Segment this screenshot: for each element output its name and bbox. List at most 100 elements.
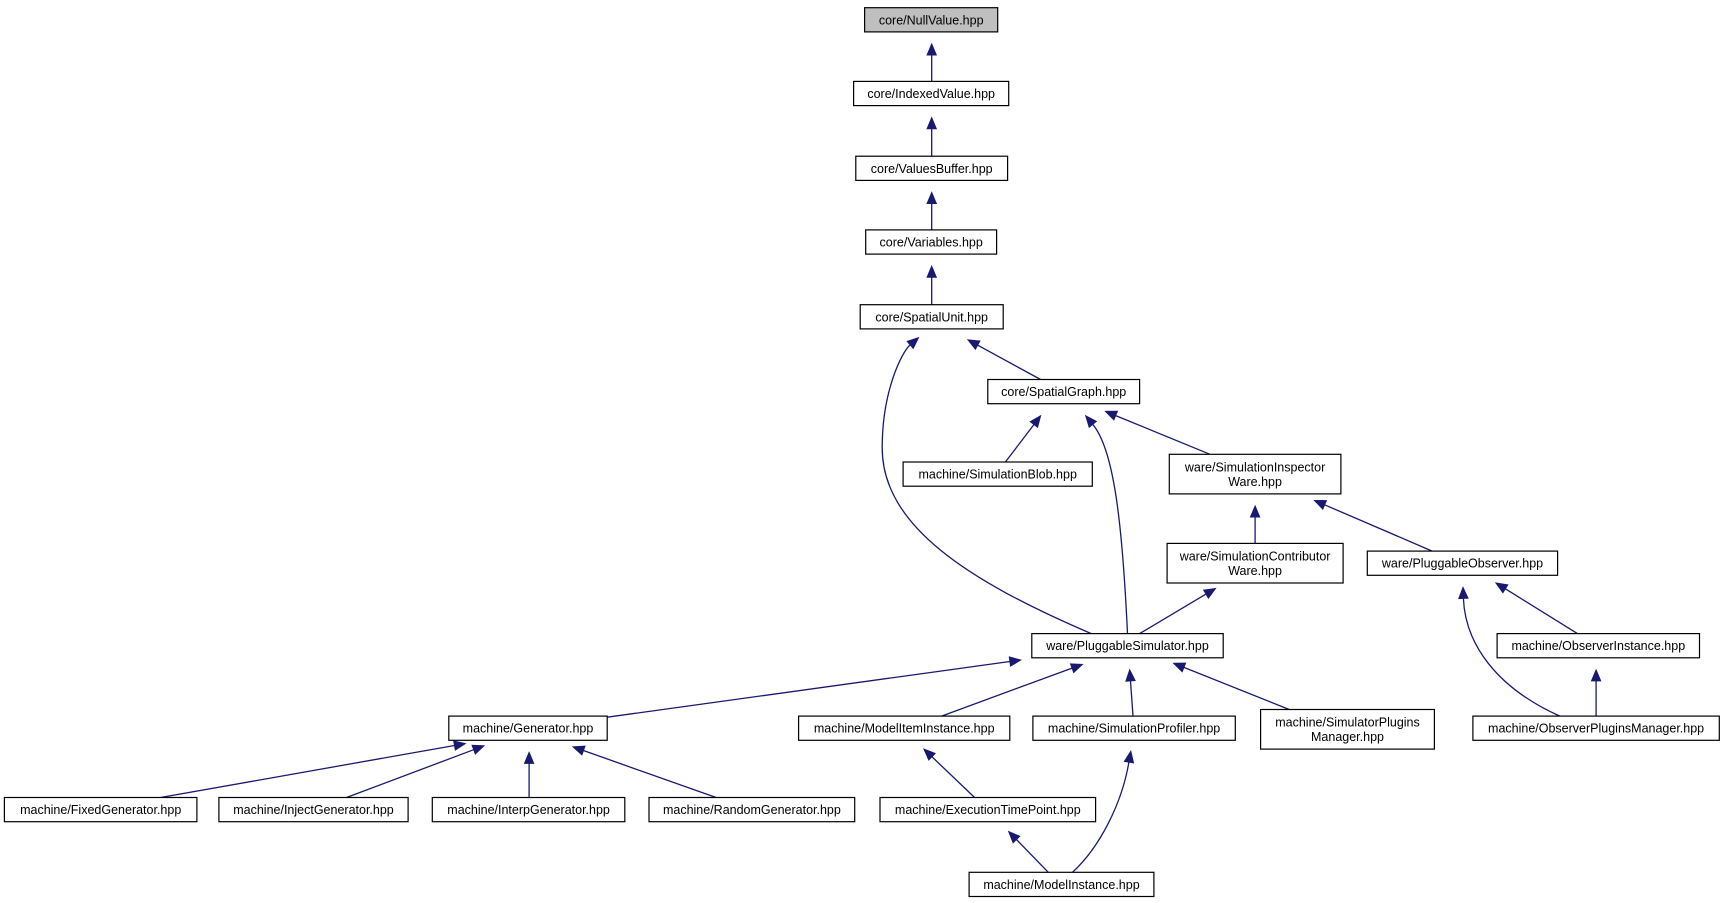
- node-box[interactable]: [1168, 453, 1342, 495]
- node-pluggableobserver[interactable]: ware/PluggableObserver.hpp: [1366, 550, 1559, 576]
- node-box[interactable]: [797, 715, 1011, 741]
- edge-simprofiler-to-pluggablesimulator: [1125, 668, 1136, 717]
- node-label: machine/SimulationBlob.hpp: [918, 468, 1076, 482]
- node-box[interactable]: [1259, 708, 1435, 750]
- edge-line: [607, 660, 1010, 718]
- node-label: core/SpatialGraph.hpp: [1001, 385, 1126, 399]
- edge-valuesbuffer-to-indexedvalue: [926, 116, 938, 157]
- node-variables[interactable]: core/Variables.hpp: [865, 229, 998, 255]
- node-box[interactable]: [968, 871, 1155, 898]
- node-label: machine/InterpGenerator.hpp: [447, 803, 610, 817]
- node-label: core/SpatialUnit.hpp: [875, 310, 988, 324]
- arrowhead: [1104, 410, 1119, 421]
- node-simulationblob[interactable]: machine/SimulationBlob.hpp: [902, 461, 1093, 487]
- edge-modelinstance-to-executiontimepoint: [1007, 830, 1049, 873]
- node-indexedvalue[interactable]: core/IndexedValue.hpp: [852, 80, 1010, 107]
- edge-simulationblob-to-spatialgraph: [1004, 414, 1042, 463]
- node-box[interactable]: [1472, 715, 1720, 741]
- edge-modelinstance-to-simprofiler: [1072, 750, 1135, 873]
- node-spatialgraph[interactable]: core/SpatialGraph.hpp: [987, 378, 1141, 405]
- edge-line: [1462, 598, 1561, 717]
- node-box[interactable]: [902, 461, 1093, 487]
- node-observerpluginsmanager[interactable]: machine/ObserverPluginsManager.hpp: [1472, 715, 1720, 741]
- node-randomgenerator[interactable]: machine/RandomGenerator.hpp: [648, 796, 856, 823]
- node-label: Manager.hpp: [1311, 730, 1384, 744]
- node-label: ware/SimulationInspector: [1184, 460, 1325, 474]
- arrowhead: [523, 751, 535, 764]
- edge-observerpluginsmanager-to-pluggableobserver: [1458, 586, 1561, 717]
- edge-spatialgraph-to-spatialunit: [966, 339, 1041, 381]
- edge-executiontimepoint-to-modeliteminstance: [923, 748, 976, 798]
- node-box[interactable]: [855, 155, 1009, 181]
- node-pluggablesimulator[interactable]: ware/PluggableSimulator.hpp: [1031, 632, 1224, 659]
- arrowhead: [471, 744, 486, 755]
- edge-fixedgenerator-to-generator: [160, 740, 467, 799]
- node-spatialunit[interactable]: core/SpatialUnit.hpp: [859, 304, 1004, 330]
- arrowhead: [1202, 587, 1217, 600]
- node-box[interactable]: [3, 796, 198, 823]
- node-generator[interactable]: machine/Generator.hpp: [448, 715, 608, 741]
- node-nullvalue[interactable]: core/NullValue.hpp: [863, 7, 999, 33]
- edge-generator-to-pluggablesimulator: [607, 656, 1023, 718]
- edge-line: [1183, 666, 1290, 711]
- node-valuesbuffer[interactable]: core/ValuesBuffer.hpp: [855, 155, 1009, 181]
- node-injectgenerator[interactable]: machine/InjectGenerator.hpp: [218, 796, 409, 823]
- node-label: machine/RandomGenerator.hpp: [663, 803, 841, 817]
- arrowhead: [923, 748, 936, 761]
- node-box[interactable]: [852, 80, 1010, 107]
- node-box[interactable]: [648, 796, 856, 823]
- edge-line: [1004, 424, 1035, 463]
- node-interpgenerator[interactable]: machine/InterpGenerator.hpp: [431, 796, 626, 823]
- edge-modeliteminstance-to-pluggablesimulator: [941, 663, 1084, 717]
- edge-pluggableobserver-to-siminspectorware: [1313, 499, 1433, 552]
- node-box[interactable]: [879, 796, 1097, 823]
- edge-interpgenerator-to-generator: [523, 751, 535, 798]
- node-executiontimepoint[interactable]: machine/ExecutionTimePoint.hpp: [879, 796, 1097, 823]
- node-simprofiler[interactable]: machine/SimulationProfiler.hpp: [1032, 715, 1236, 741]
- edge-pluggablesimulator-to-simcontribware: [1139, 587, 1217, 635]
- node-label: core/ValuesBuffer.hpp: [871, 162, 993, 176]
- arrowhead: [1172, 662, 1187, 673]
- node-fixedgenerator[interactable]: machine/FixedGenerator.hpp: [3, 796, 198, 823]
- node-box[interactable]: [1031, 632, 1224, 659]
- node-observerinstance[interactable]: machine/ObserverInstance.hpp: [1496, 632, 1701, 659]
- arrowhead: [1125, 668, 1136, 682]
- edge-observerinstance-to-pluggableobserver: [1494, 582, 1578, 635]
- node-label: core/NullValue.hpp: [879, 13, 984, 27]
- edge-randomgenerator-to-generator: [571, 745, 717, 799]
- edge-line: [1115, 414, 1211, 455]
- node-box[interactable]: [863, 7, 999, 33]
- edge-line: [583, 749, 717, 799]
- node-box[interactable]: [431, 796, 626, 823]
- arrowhead: [926, 264, 938, 278]
- edge-simpluginsmanager-to-pluggablesimulator: [1172, 662, 1290, 711]
- node-box[interactable]: [859, 304, 1004, 330]
- arrowhead: [1084, 414, 1098, 429]
- arrowhead: [1007, 830, 1021, 844]
- arrowhead: [926, 42, 938, 56]
- node-label: Ware.hpp: [1228, 475, 1282, 489]
- node-box[interactable]: [865, 229, 998, 255]
- edge-line: [931, 756, 976, 798]
- node-label: machine/Generator.hpp: [463, 722, 594, 736]
- node-box[interactable]: [1366, 550, 1559, 576]
- arrowhead: [1123, 750, 1135, 764]
- node-label: ware/SimulationContributor: [1179, 550, 1331, 564]
- edge-siminspectorware-to-spatialgraph: [1104, 410, 1211, 455]
- node-box[interactable]: [987, 378, 1141, 405]
- node-modeliteminstance[interactable]: machine/ModelItemInstance.hpp: [797, 715, 1011, 741]
- node-label: machine/SimulatorPlugins: [1275, 716, 1420, 730]
- node-label: machine/ObserverPluginsManager.hpp: [1488, 722, 1704, 736]
- node-box[interactable]: [1166, 542, 1344, 584]
- node-box[interactable]: [218, 796, 409, 823]
- edge-observerpluginsmanager-to-observerinstance: [1590, 668, 1602, 717]
- node-modelinstance[interactable]: machine/ModelInstance.hpp: [968, 871, 1155, 898]
- node-box[interactable]: [1032, 715, 1236, 741]
- node-box[interactable]: [1496, 632, 1701, 659]
- edge-line: [1129, 680, 1134, 717]
- arrowhead: [1458, 586, 1469, 600]
- node-box[interactable]: [448, 715, 608, 741]
